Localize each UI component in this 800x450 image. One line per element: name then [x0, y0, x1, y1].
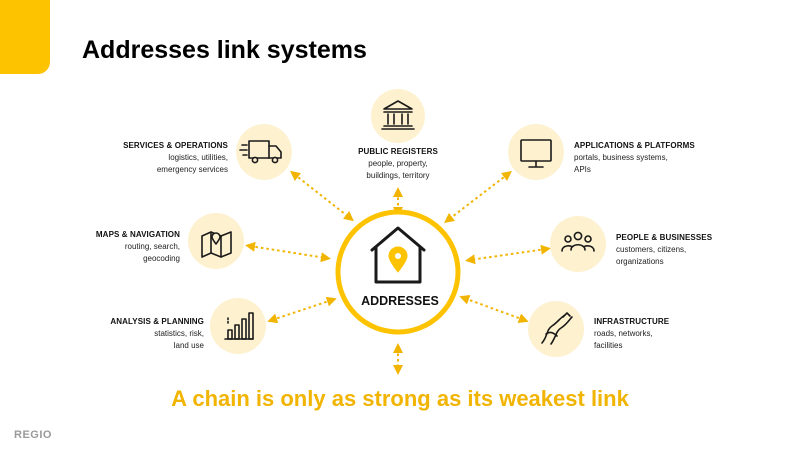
node-analysis-line-2: land use	[173, 341, 204, 350]
arrow-analysis	[267, 296, 337, 324]
node-registers-line-2: buildings, territory	[366, 171, 430, 180]
node-maps-line-1: routing, search,	[124, 242, 180, 251]
arrow-applications	[444, 170, 512, 224]
group-people-icon	[561, 231, 595, 252]
arrow-maps	[245, 241, 331, 263]
folded-map-icon	[201, 231, 232, 258]
slide-title: Addresses link systems	[82, 36, 367, 64]
node-people-line-2: organizations	[616, 257, 664, 266]
government-building-icon	[381, 100, 415, 130]
node-infrastructure-line-1: roads, networks,	[594, 329, 653, 338]
node-people-title: PEOPLE & BUSINESSES	[616, 233, 713, 242]
node-maps-line-2: geocoding	[143, 254, 180, 263]
node-people: PEOPLE & BUSINESSES customers, citizens,…	[616, 232, 712, 268]
node-services-line-1: logistics, utilities,	[168, 153, 228, 162]
arrow-services	[290, 170, 354, 222]
node-services: SERVICES & OPERATIONS logistics, utiliti…	[123, 140, 228, 176]
node-services-circle	[236, 124, 292, 180]
bar-chart-icon	[224, 312, 254, 340]
node-people-line-1: customers, citizens,	[616, 245, 687, 254]
node-registers-circle	[371, 89, 425, 143]
house-location-pin-icon	[370, 226, 426, 284]
node-maps: MAPS & NAVIGATION routing, search, geoco…	[96, 229, 180, 265]
node-registers-title: PUBLIC REGISTERS	[358, 147, 438, 156]
node-analysis-circle	[210, 298, 266, 354]
delivery-truck-icon	[239, 140, 282, 164]
node-applications-title: APPLICATIONS & PLATFORMS	[574, 141, 695, 150]
corner-accent-tab	[0, 0, 50, 74]
node-applications-circle	[508, 124, 564, 180]
node-analysis: ANALYSIS & PLANNING statistics, risk, la…	[110, 316, 204, 352]
node-analysis-title: ANALYSIS & PLANNING	[110, 317, 204, 326]
node-maps-title: MAPS & NAVIGATION	[95, 230, 180, 239]
node-applications: APPLICATIONS & PLATFORMS portals, busine…	[574, 140, 695, 176]
node-registers: PUBLIC REGISTERS people, property, build…	[340, 146, 456, 182]
node-services-line-2: emergency services	[156, 165, 228, 174]
node-infrastructure-title: INFRASTRUCTURE	[594, 317, 670, 326]
node-registers-line-1: people, property,	[368, 159, 428, 168]
arrow-infrastructure	[459, 295, 529, 323]
node-analysis-line-1: statistics, risk,	[154, 329, 204, 338]
road-network-icon	[541, 312, 573, 345]
node-infrastructure-line-2: facilities	[594, 341, 623, 350]
tagline: A chain is only as strong as its weakest…	[171, 386, 629, 411]
monitor-icon	[520, 139, 552, 168]
brand-logo-text: REGIO	[14, 429, 52, 441]
node-applications-line-2: APIs	[574, 165, 591, 174]
node-infrastructure: INFRASTRUCTURE roads, networks, faciliti…	[594, 316, 669, 352]
node-services-title: SERVICES & OPERATIONS	[123, 141, 228, 150]
arrow-people	[465, 244, 551, 265]
node-infrastructure-circle	[528, 301, 584, 357]
center-label: ADDRESSES	[361, 294, 439, 308]
node-applications-line-1: portals, business systems,	[574, 153, 668, 162]
